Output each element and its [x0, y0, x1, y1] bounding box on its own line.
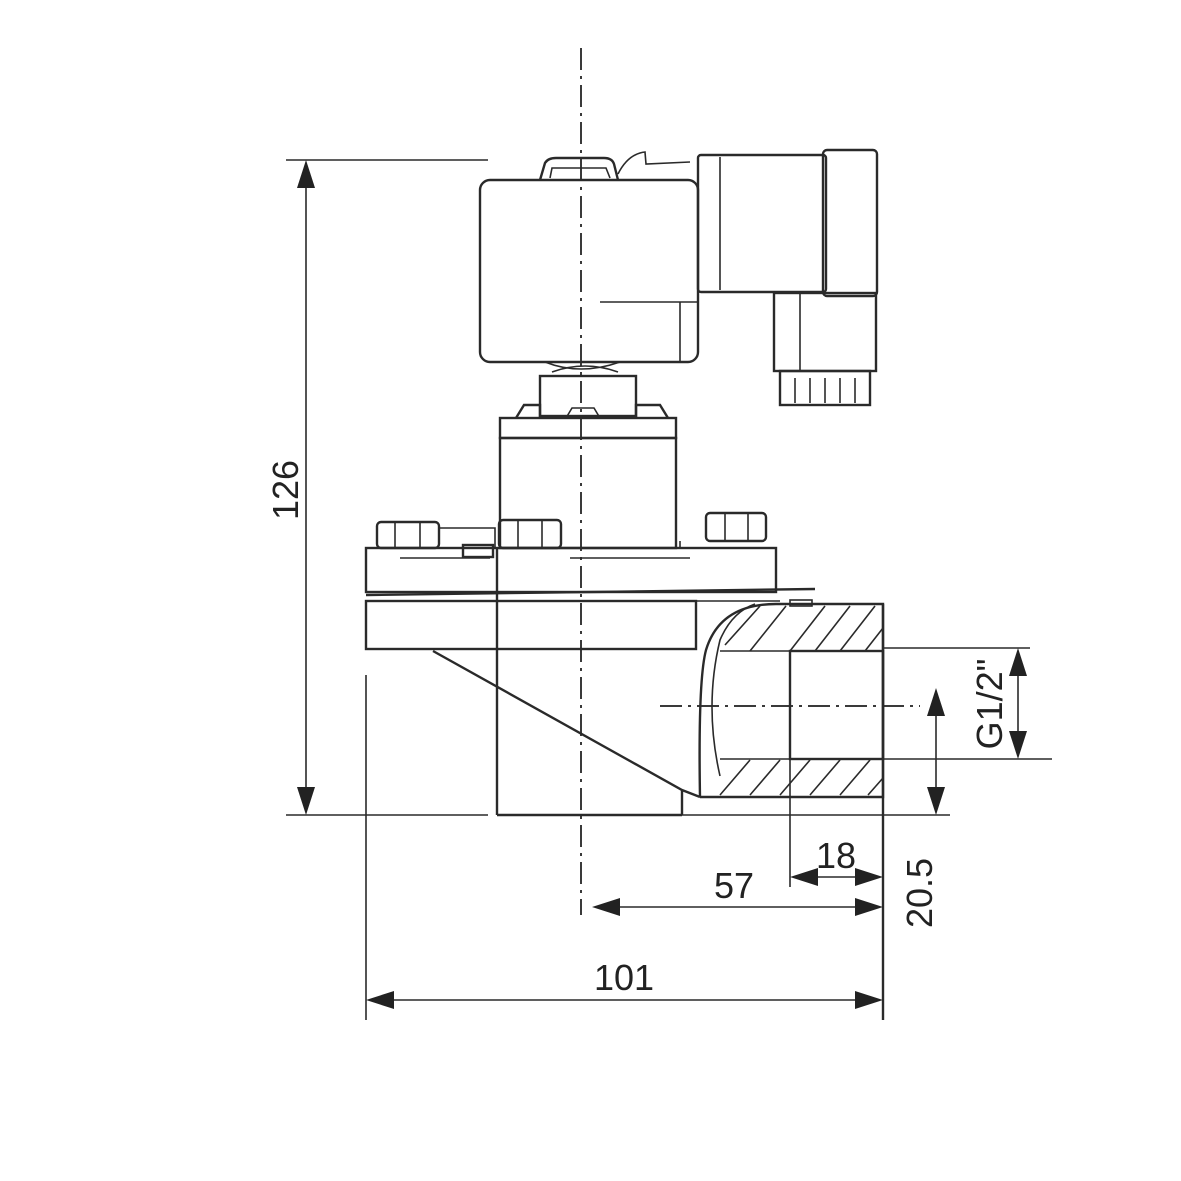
dimension-thread: G1/2": [969, 648, 1027, 759]
dimension-port-center-height: 20.5: [899, 688, 945, 928]
extension-lines: [286, 159, 1052, 1020]
valve-body: [364, 511, 885, 1020]
dimension-thread-depth-label: 18: [816, 835, 856, 876]
dimension-width-total-label: 101: [594, 957, 654, 998]
dimension-height: 126: [265, 160, 315, 815]
dimension-width-total: 101: [366, 957, 883, 1009]
armature-assembly: [498, 361, 678, 550]
solenoid-coil: [478, 148, 879, 407]
dimension-center-to-port-label: 57: [714, 865, 754, 906]
dimension-port-center-height-label: 20.5: [899, 858, 940, 928]
dimension-center-to-port: 57: [592, 865, 883, 916]
dimension-height-label: 126: [265, 460, 306, 520]
dimension-thread-depth: 18: [790, 835, 883, 886]
dimension-thread-label: G1/2": [969, 659, 1010, 750]
